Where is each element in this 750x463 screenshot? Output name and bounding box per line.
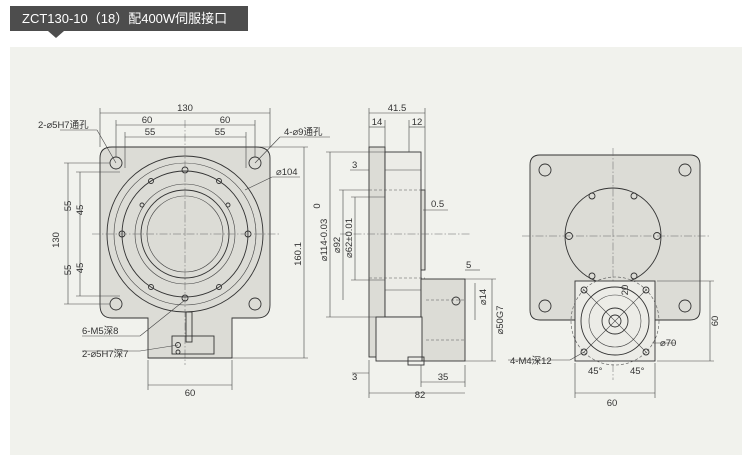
dim-height-45-bottom: 45 (75, 263, 86, 274)
dim-height-130: 130 (51, 232, 62, 248)
dim-dia-92: ⌀92 (332, 237, 343, 253)
dim-angle-45-right: 45° (630, 366, 645, 377)
dim-20: 20 (620, 285, 631, 296)
page-title: ZCT130-10（18）配400W伺服接口 (22, 11, 228, 26)
dim-35: 35 (438, 372, 449, 383)
dim-82: 82 (415, 390, 426, 401)
dim-dia-70: ⌀70 (660, 338, 676, 349)
dim-14: 14 (372, 117, 383, 128)
dim-dia-104: ⌀104 (276, 167, 298, 178)
dim-width-60-left: 60 (142, 115, 153, 126)
dim-width-55-right: 55 (215, 127, 226, 138)
dim-width-130: 130 (177, 103, 193, 114)
note-m5-depth8: 6-M5深8 (82, 326, 118, 337)
dim-height-55-bottom: 55 (63, 265, 74, 276)
dim-dia-62: ⌀62±0.01 (344, 218, 355, 258)
note-5h7-through: 2-⌀5H7通孔 (38, 120, 89, 131)
dim-5: 5 (466, 260, 471, 271)
dim-angle-45-left: 45° (588, 366, 603, 377)
dim-width-55-left: 55 (145, 127, 156, 138)
dim-0: 0 (312, 203, 323, 208)
dim-0-5: 0.5 (431, 199, 444, 210)
dim-41-5: 41.5 (388, 103, 407, 114)
dim-dia-50g7: ⌀50G7 (495, 306, 506, 335)
note-9-through: 4-⌀9通孔 (284, 127, 323, 138)
note-m4-depth12: 4-M4深12 (510, 356, 552, 367)
dim-dia-14: ⌀14 (478, 289, 489, 305)
dim-bottom-60: 60 (185, 388, 196, 399)
front-view: 130 60 60 55 55 130 55 45 45 55 160.1 60… (38, 103, 330, 399)
dim-dia-114: ⌀114-0.03 (319, 219, 330, 262)
side-view: 41.5 14 12 3 0.5 0 ⌀114-0.03 ⌀92 ⌀62±0.0… (312, 103, 506, 401)
dim-bottom-60: 60 (607, 398, 618, 409)
dim-12: 12 (412, 117, 423, 128)
note-5h7-depth7: 2-⌀5H7深7 (82, 349, 128, 360)
title-tab-pointer (48, 31, 64, 38)
dim-height-160: 160.1 (293, 242, 304, 266)
dim-side-60: 60 (710, 316, 721, 327)
dim-width-60-right: 60 (220, 115, 231, 126)
dim-3-bottom: 3 (352, 372, 357, 383)
dim-3-top: 3 (352, 160, 357, 171)
dim-height-55-top: 55 (63, 201, 74, 212)
rear-view: 60 60 ⌀70 45° 45° 4-M4深12 20 (508, 148, 721, 409)
dim-height-45-top: 45 (75, 205, 86, 216)
title-tab: ZCT130-10（18）配400W伺服接口 (10, 6, 248, 31)
